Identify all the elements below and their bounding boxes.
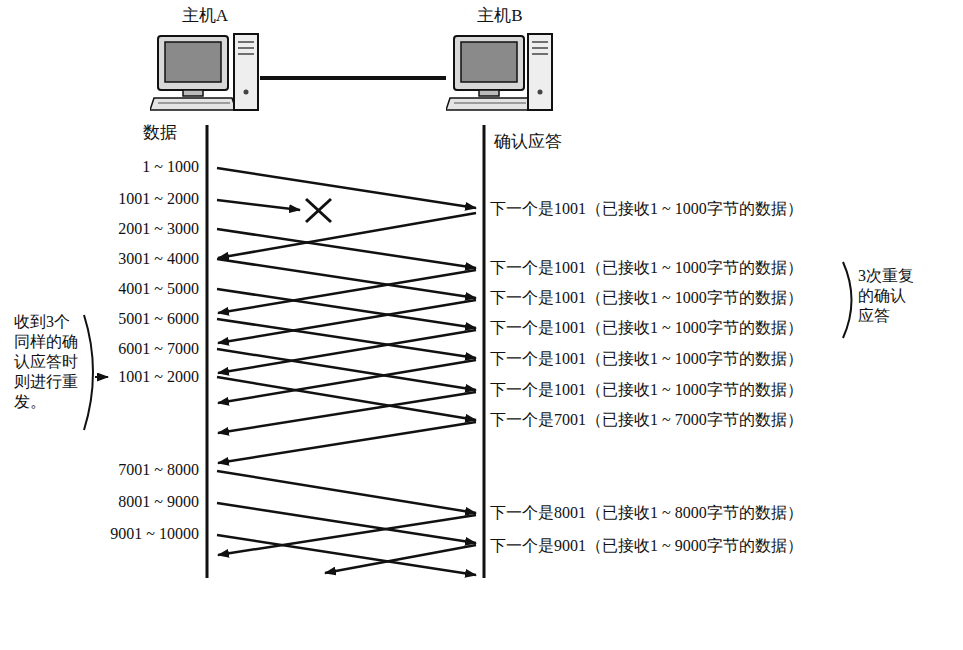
ack-text: 下一个是1001（已接收1 ~ 1000字节的数据） (490, 289, 803, 307)
ack-text: 下一个是1001（已接收1 ~ 1000字节的数据） (490, 381, 803, 399)
segment-range: 6001 ~ 7000 (118, 340, 199, 358)
segment-arrow (217, 503, 476, 543)
segment-arrow (218, 392, 476, 433)
host-computer: 主机B (446, 6, 554, 116)
segment-arrow (217, 535, 476, 575)
brace (84, 315, 93, 430)
segment-range: 4001 ~ 5000 (118, 280, 199, 298)
ack-text: 下一个是1001（已接收1 ~ 1000字节的数据） (490, 259, 803, 277)
segment-arrow (217, 471, 476, 513)
segment-range: 5001 ~ 6000 (118, 310, 199, 328)
computer-icon (150, 32, 260, 116)
timeline (206, 125, 209, 578)
segment-range: 9001 ~ 10000 (110, 525, 199, 543)
computer-icon (446, 32, 554, 116)
ack-text: 下一个是1001（已接收1 ~ 1000字节的数据） (490, 319, 803, 337)
column-heading: 确认应答 (494, 133, 562, 151)
network-cable (260, 76, 446, 80)
ack-text: 下一个是9001（已接收1 ~ 9000字节的数据） (490, 537, 803, 555)
ack-text: 下一个是1001（已接收1 ~ 1000字节的数据） (490, 350, 803, 368)
segment-arrow (218, 515, 476, 555)
column-heading: 数据 (143, 124, 177, 142)
host-label: 主机A (150, 6, 260, 26)
segment-range: 7001 ~ 8000 (118, 461, 199, 479)
segment-arrow (218, 360, 476, 403)
segment-arrow (217, 200, 300, 210)
segment-range: 3001 ~ 4000 (118, 250, 199, 268)
segment-arrow (218, 422, 476, 463)
segment-arrow (217, 168, 476, 208)
host-label: 主机B (446, 6, 554, 26)
segment-range: 2001 ~ 3000 (118, 220, 199, 238)
loss-mark (306, 199, 331, 222)
note-text: 收到3个同样的确认应答时则进行重发。 (14, 312, 78, 412)
note-text: 3次重复的确认应答 (858, 266, 916, 326)
pointer-arrow (95, 376, 108, 378)
segment-arrow (217, 229, 476, 268)
segment-arrow (325, 545, 476, 573)
segment-range: 1001 ~ 2000 (118, 368, 199, 386)
segment-range: 8001 ~ 9000 (118, 493, 199, 511)
ack-text: 下一个是7001（已接收1 ~ 7000字节的数据） (490, 411, 803, 429)
host-computer: 主机A (150, 6, 260, 116)
timeline (483, 125, 486, 578)
segment-range: 1 ~ 1000 (142, 158, 199, 176)
brace (843, 262, 852, 338)
ack-text: 下一个是1001（已接收1 ~ 1000字节的数据） (490, 200, 803, 218)
segment-range: 1001 ~ 2000 (118, 190, 199, 208)
ack-text: 下一个是8001（已接收1 ~ 8000字节的数据） (490, 504, 803, 522)
